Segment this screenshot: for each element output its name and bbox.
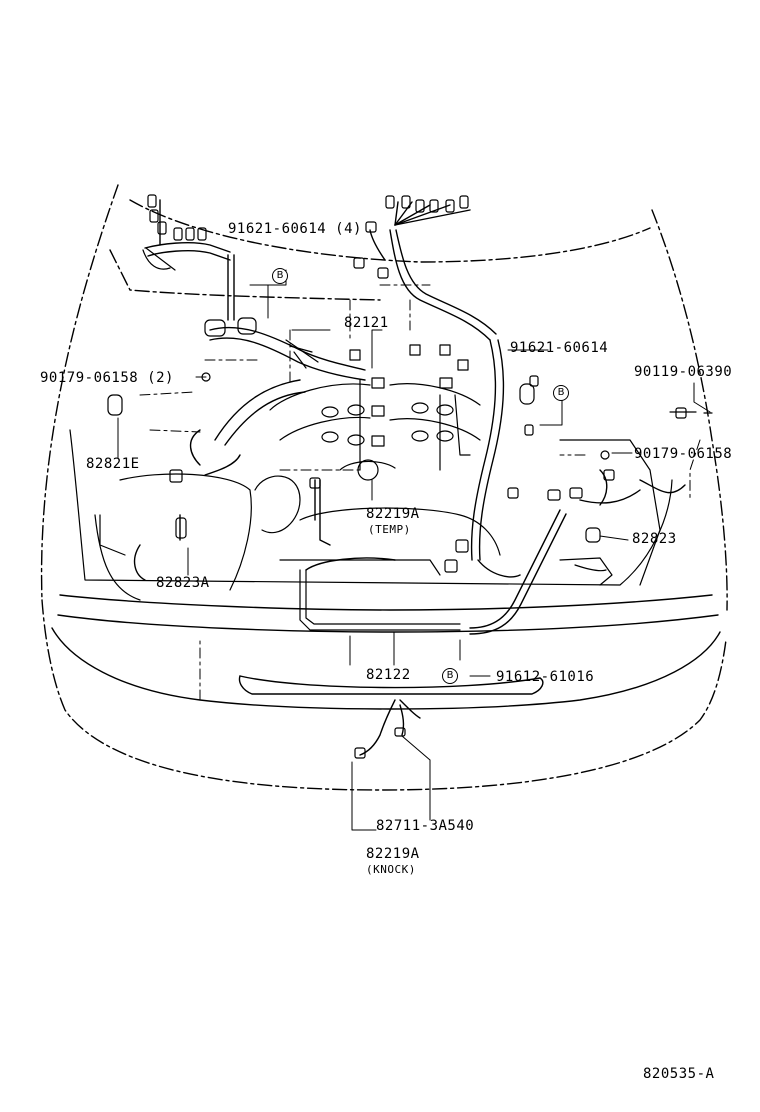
- part-label-82122: 82122: [366, 667, 411, 683]
- part-label-91621-60614: 91621-60614: [510, 340, 609, 356]
- hidden-lines: [139, 284, 701, 701]
- front-bumper: [51, 594, 721, 710]
- part-label-82219A-knock: 82219A: [366, 846, 420, 862]
- intake-manifold: [269, 344, 481, 481]
- diagram-code: 820535-A: [643, 1066, 715, 1082]
- part-label-82821E: 82821E: [86, 456, 140, 472]
- part-label-90119-06390: 90119-06390: [634, 364, 733, 380]
- callout-b-letter: B: [446, 670, 454, 681]
- callout-b-letter: B: [557, 387, 565, 398]
- part-label-82823: 82823: [632, 531, 677, 547]
- callout-b-marker: B: [553, 385, 569, 401]
- part-label-82219A-temp: 82219A: [366, 506, 420, 522]
- part-label-82823A: 82823A: [156, 575, 210, 591]
- callout-b-marker: B: [442, 668, 458, 684]
- part-label-82711-3A540: 82711-3A540: [376, 818, 475, 834]
- connectors: [107, 194, 713, 759]
- part-label-91621-60614-4: 91621-60614 (4): [228, 221, 362, 237]
- part-label-90179-06158: 90179-06158: [634, 446, 733, 462]
- part-label-90179-06158-2: 90179-06158 (2): [40, 370, 174, 386]
- engine-compartment: [69, 429, 673, 631]
- leader-lines: [117, 269, 711, 831]
- callout-b-marker: B: [272, 268, 288, 284]
- callout-b-letter: B: [276, 270, 284, 281]
- part-note-knock: (KNOCK): [366, 863, 416, 876]
- part-label-91612-61016: 91612-61016: [496, 669, 595, 685]
- part-note-temp: (TEMP): [368, 523, 411, 536]
- body-outline: [40, 184, 728, 791]
- part-label-82121: 82121: [344, 315, 389, 331]
